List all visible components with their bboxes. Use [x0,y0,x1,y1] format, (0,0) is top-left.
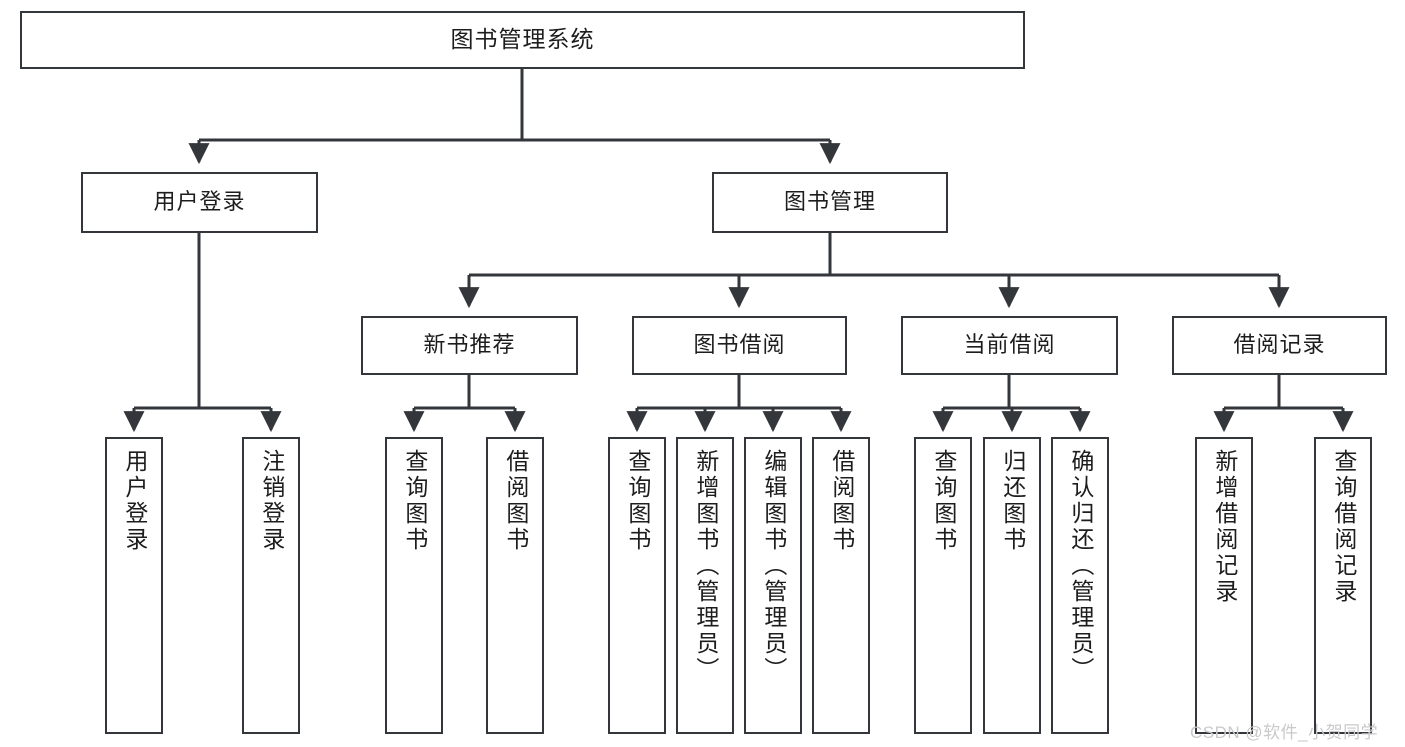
node-label: 借阅图书 [502,449,529,553]
node-label: 归还图书 [999,449,1026,553]
node-user-login[interactable]: 用户登录 [81,172,318,233]
leaf-book-borrow-add-book[interactable]: 新增图书（管理员） [676,437,734,734]
leaf-user-login-logout[interactable]: 注销登录 [242,437,300,734]
leaf-current-borrow-return-book[interactable]: 归还图书 [983,437,1041,734]
node-label: 图书管理系统 [450,26,595,53]
node-label: 新增借阅记录 [1211,449,1238,605]
node-label: 图书借阅 [693,332,786,358]
node-label: 当前借阅 [963,332,1056,358]
node-borrow-record[interactable]: 借阅记录 [1172,316,1387,375]
leaf-current-borrow-confirm-return[interactable]: 确认归还（管理员） [1051,437,1109,734]
node-label: 借阅记录 [1233,332,1326,358]
leaf-new-book-query-book[interactable]: 查询图书 [385,437,443,734]
leaf-current-borrow-query-book[interactable]: 查询图书 [914,437,972,734]
watermark: CSDN @软件_小贺同学 [1190,723,1379,742]
node-root-system[interactable]: 图书管理系统 [20,11,1025,69]
leaf-borrow-record-add-record[interactable]: 新增借阅记录 [1195,437,1253,734]
leaf-book-borrow-borrow-book[interactable]: 借阅图书 [812,437,870,734]
node-book-borrow[interactable]: 图书借阅 [632,316,847,375]
node-label: 查询图书 [930,449,957,553]
node-current-borrow[interactable]: 当前借阅 [901,316,1118,375]
leaf-new-book-borrow-book[interactable]: 借阅图书 [486,437,544,734]
leaf-borrow-record-query-record[interactable]: 查询借阅记录 [1314,437,1372,734]
node-label: 查询借阅记录 [1330,449,1357,605]
node-label: 查询图书 [401,449,428,553]
node-label: 新书推荐 [423,332,516,358]
node-label: 编辑图书（管理员） [760,449,787,683]
leaf-book-borrow-query-book[interactable]: 查询图书 [608,437,666,734]
leaf-book-borrow-edit-book[interactable]: 编辑图书（管理员） [744,437,802,734]
node-label: 图书管理 [783,189,876,215]
node-label: 查询图书 [624,449,651,553]
node-label: 借阅图书 [828,449,855,553]
node-label: 注销登录 [258,449,285,553]
leaf-user-login-login[interactable]: 用户登录 [105,437,163,734]
node-label: 用户登录 [153,189,246,215]
node-label: 新增图书（管理员） [692,449,719,683]
node-book-management[interactable]: 图书管理 [712,172,948,233]
node-label: 确认归还（管理员） [1067,449,1094,683]
node-label: 用户登录 [121,449,148,553]
node-new-book-recommend[interactable]: 新书推荐 [361,316,578,375]
